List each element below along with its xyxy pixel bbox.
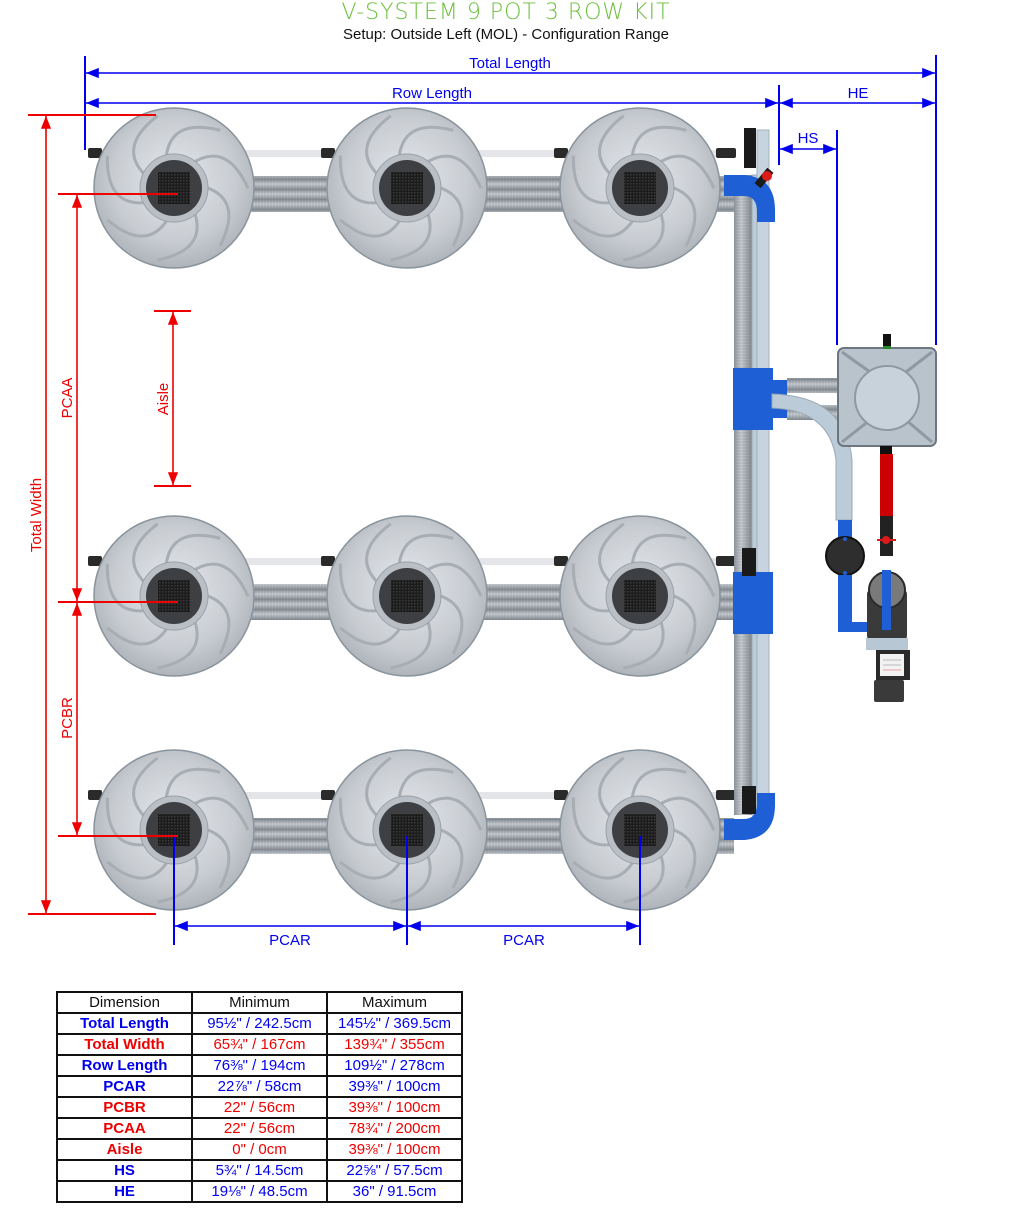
pot-icon <box>326 749 488 911</box>
dimension-name-cell: PCAA <box>56 1117 193 1140</box>
hs-label: HS <box>798 130 819 147</box>
maximum-cell: 36" / 91.5cm <box>326 1180 463 1203</box>
dripper-icon <box>554 556 568 566</box>
pcar-label-1: PCAR <box>269 932 311 949</box>
total-length-label: Total Length <box>469 55 551 72</box>
dimension-name-cell: HE <box>56 1180 193 1203</box>
dripper-icon <box>716 148 736 158</box>
main-manifold <box>734 129 770 821</box>
pcar-label-2: PCAR <box>503 932 545 949</box>
maximum-cell: 139¾" / 355cm <box>326 1033 463 1056</box>
dimension-name-cell: Total Width <box>56 1033 193 1056</box>
page-title: V-SYSTEM 9 POT 3 ROW KIT <box>341 0 671 25</box>
maximum-cell: 39⅜" / 100cm <box>326 1096 463 1119</box>
pot-center-markers <box>58 193 178 837</box>
dripper-icon <box>88 148 102 158</box>
pump-outlet-hose <box>880 454 893 516</box>
mesh-basket <box>624 580 656 612</box>
filter-icon <box>825 520 876 632</box>
dripper-icon <box>554 790 568 800</box>
pcaa-label: PCAA <box>59 378 76 419</box>
maximum-cell: 78¾" / 200cm <box>326 1117 463 1140</box>
minimum-cell: 0" / 0cm <box>191 1138 328 1161</box>
dripper-icon <box>321 790 335 800</box>
minimum-cell: 19⅛" / 48.5cm <box>191 1180 328 1203</box>
dimension-name-cell: HS <box>56 1159 193 1182</box>
dimension-name-cell: Row Length <box>56 1054 193 1077</box>
layout-diagram: Total Length Row Length HE HS PCAR PCAR … <box>28 55 937 949</box>
t-connectors <box>742 128 774 814</box>
page-subtitle: Setup: Outside Left (MOL) - Configuratio… <box>342 26 669 43</box>
maximum-cell: 109½" / 278cm <box>326 1054 463 1077</box>
dripper-icon <box>554 148 568 158</box>
minimum-cell: 22" / 56cm <box>191 1117 328 1140</box>
pot-icon <box>93 107 255 269</box>
column-header: Minimum <box>191 991 328 1014</box>
dimension-name-cell: Aisle <box>56 1138 193 1161</box>
he-label: HE <box>848 85 869 102</box>
maximum-cell: 39⅜" / 100cm <box>326 1138 463 1161</box>
pot-icon <box>93 515 255 677</box>
blue-dimensions: Total Length Row Length HE HS PCAR PCAR <box>84 55 937 949</box>
pot-icon <box>559 515 721 677</box>
valve-icon <box>754 167 774 189</box>
minimum-cell: 95½" / 242.5cm <box>191 1012 328 1035</box>
dimension-name-cell: PCBR <box>56 1096 193 1119</box>
dimension-name-cell: Total Length <box>56 1012 193 1035</box>
dripper-icon <box>716 790 736 800</box>
feed-hose <box>787 378 839 393</box>
aisle-label: Aisle <box>155 383 172 416</box>
pcbr-label: PCBR <box>59 697 76 739</box>
pot-icon <box>326 515 488 677</box>
blue-elbow-fitting <box>724 175 775 840</box>
dripper-icon <box>88 790 102 800</box>
minimum-cell: 22" / 56cm <box>191 1096 328 1119</box>
maximum-cell: 22⅝" / 57.5cm <box>326 1159 463 1182</box>
table-header-row: Dimension Minimum Maximum <box>56 991 463 1014</box>
dimension-name-cell: PCAR <box>56 1075 193 1098</box>
pump-icon <box>866 570 910 702</box>
pot-icon <box>559 107 721 269</box>
row-length-label: Row Length <box>392 85 472 102</box>
pot-icon <box>93 749 255 911</box>
column-header: Dimension <box>56 991 193 1014</box>
reservoir-tank-icon <box>837 334 937 447</box>
mesh-basket <box>391 580 423 612</box>
maximum-cell: 39⅜" / 100cm <box>326 1075 463 1098</box>
maximum-cell: 145½" / 369.5cm <box>326 1012 463 1035</box>
total-width-label: Total Width <box>28 478 45 552</box>
mesh-basket <box>158 580 190 612</box>
minimum-cell: 65¾" / 167cm <box>191 1033 328 1056</box>
dripper-icon <box>321 556 335 566</box>
minimum-cell: 76⅜" / 194cm <box>191 1054 328 1077</box>
mesh-basket <box>624 172 656 204</box>
pot-icon <box>326 107 488 269</box>
dripper-icon <box>321 148 335 158</box>
minimum-cell: 22⅞" / 58cm <box>191 1075 328 1098</box>
dripper-icon <box>88 556 102 566</box>
minimum-cell: 5¾" / 14.5cm <box>191 1159 328 1182</box>
mesh-basket <box>391 172 423 204</box>
dripper-icon <box>716 556 736 566</box>
column-header: Maximum <box>326 991 463 1014</box>
mesh-basket <box>158 172 190 204</box>
